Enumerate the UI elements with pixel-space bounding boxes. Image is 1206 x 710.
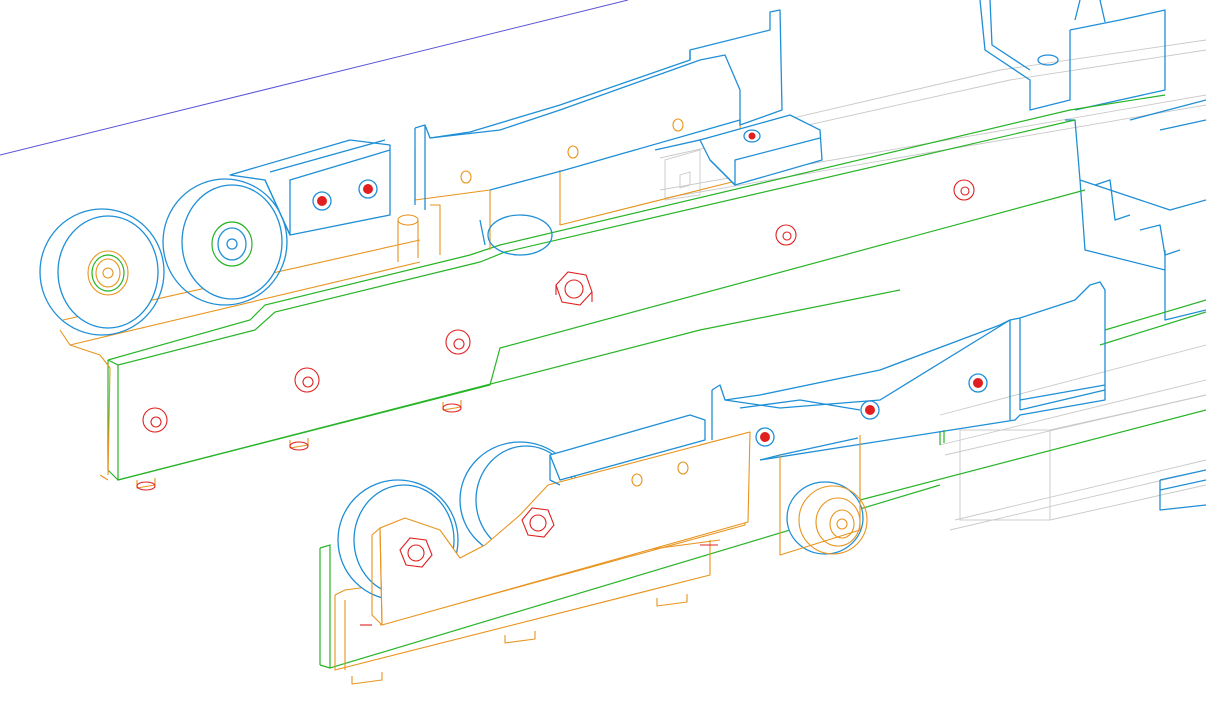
flush-screw [860, 400, 880, 420]
hex-nut [521, 507, 555, 538]
socket-bolt [775, 224, 797, 246]
upper-base-plate [59, 124, 746, 481]
flush-screw [743, 129, 761, 143]
hex-nut [399, 537, 433, 568]
upper-rail-bolts [142, 129, 975, 433]
flush-screw [968, 373, 988, 393]
upper-wheel-1 [39, 208, 165, 336]
hex-nut [555, 271, 593, 306]
socket-bolt [953, 179, 975, 201]
upper-guide-rail [107, 94, 1166, 481]
reference-axis-line [0, 0, 629, 156]
flush-screw [312, 191, 332, 211]
lower-rail-standoffs [351, 544, 718, 685]
lower-dowel-pins [631, 430, 945, 487]
frame-hole [1037, 54, 1059, 66]
flush-screw [755, 427, 775, 447]
upper-slide-housing [414, 9, 823, 256]
upper-dowel-pins [397, 118, 684, 262]
socket-bolt [445, 329, 471, 355]
lower-slide-housing [549, 281, 1106, 556]
upper-carriage-wheels [39, 178, 288, 336]
lower-bolts [399, 373, 988, 568]
upper-rail-standoffs [136, 400, 462, 491]
upper-wheel-bracket [229, 139, 391, 236]
flush-screw [358, 179, 378, 199]
lower-side-plate [371, 431, 751, 626]
socket-bolt [142, 407, 168, 433]
upper-wheel-2 [162, 178, 288, 306]
lower-guide-rail [319, 299, 1206, 669]
lower-wheel-3 [786, 481, 868, 555]
top-right-bracket-frame [979, 0, 1206, 511]
socket-bolt [294, 367, 320, 393]
